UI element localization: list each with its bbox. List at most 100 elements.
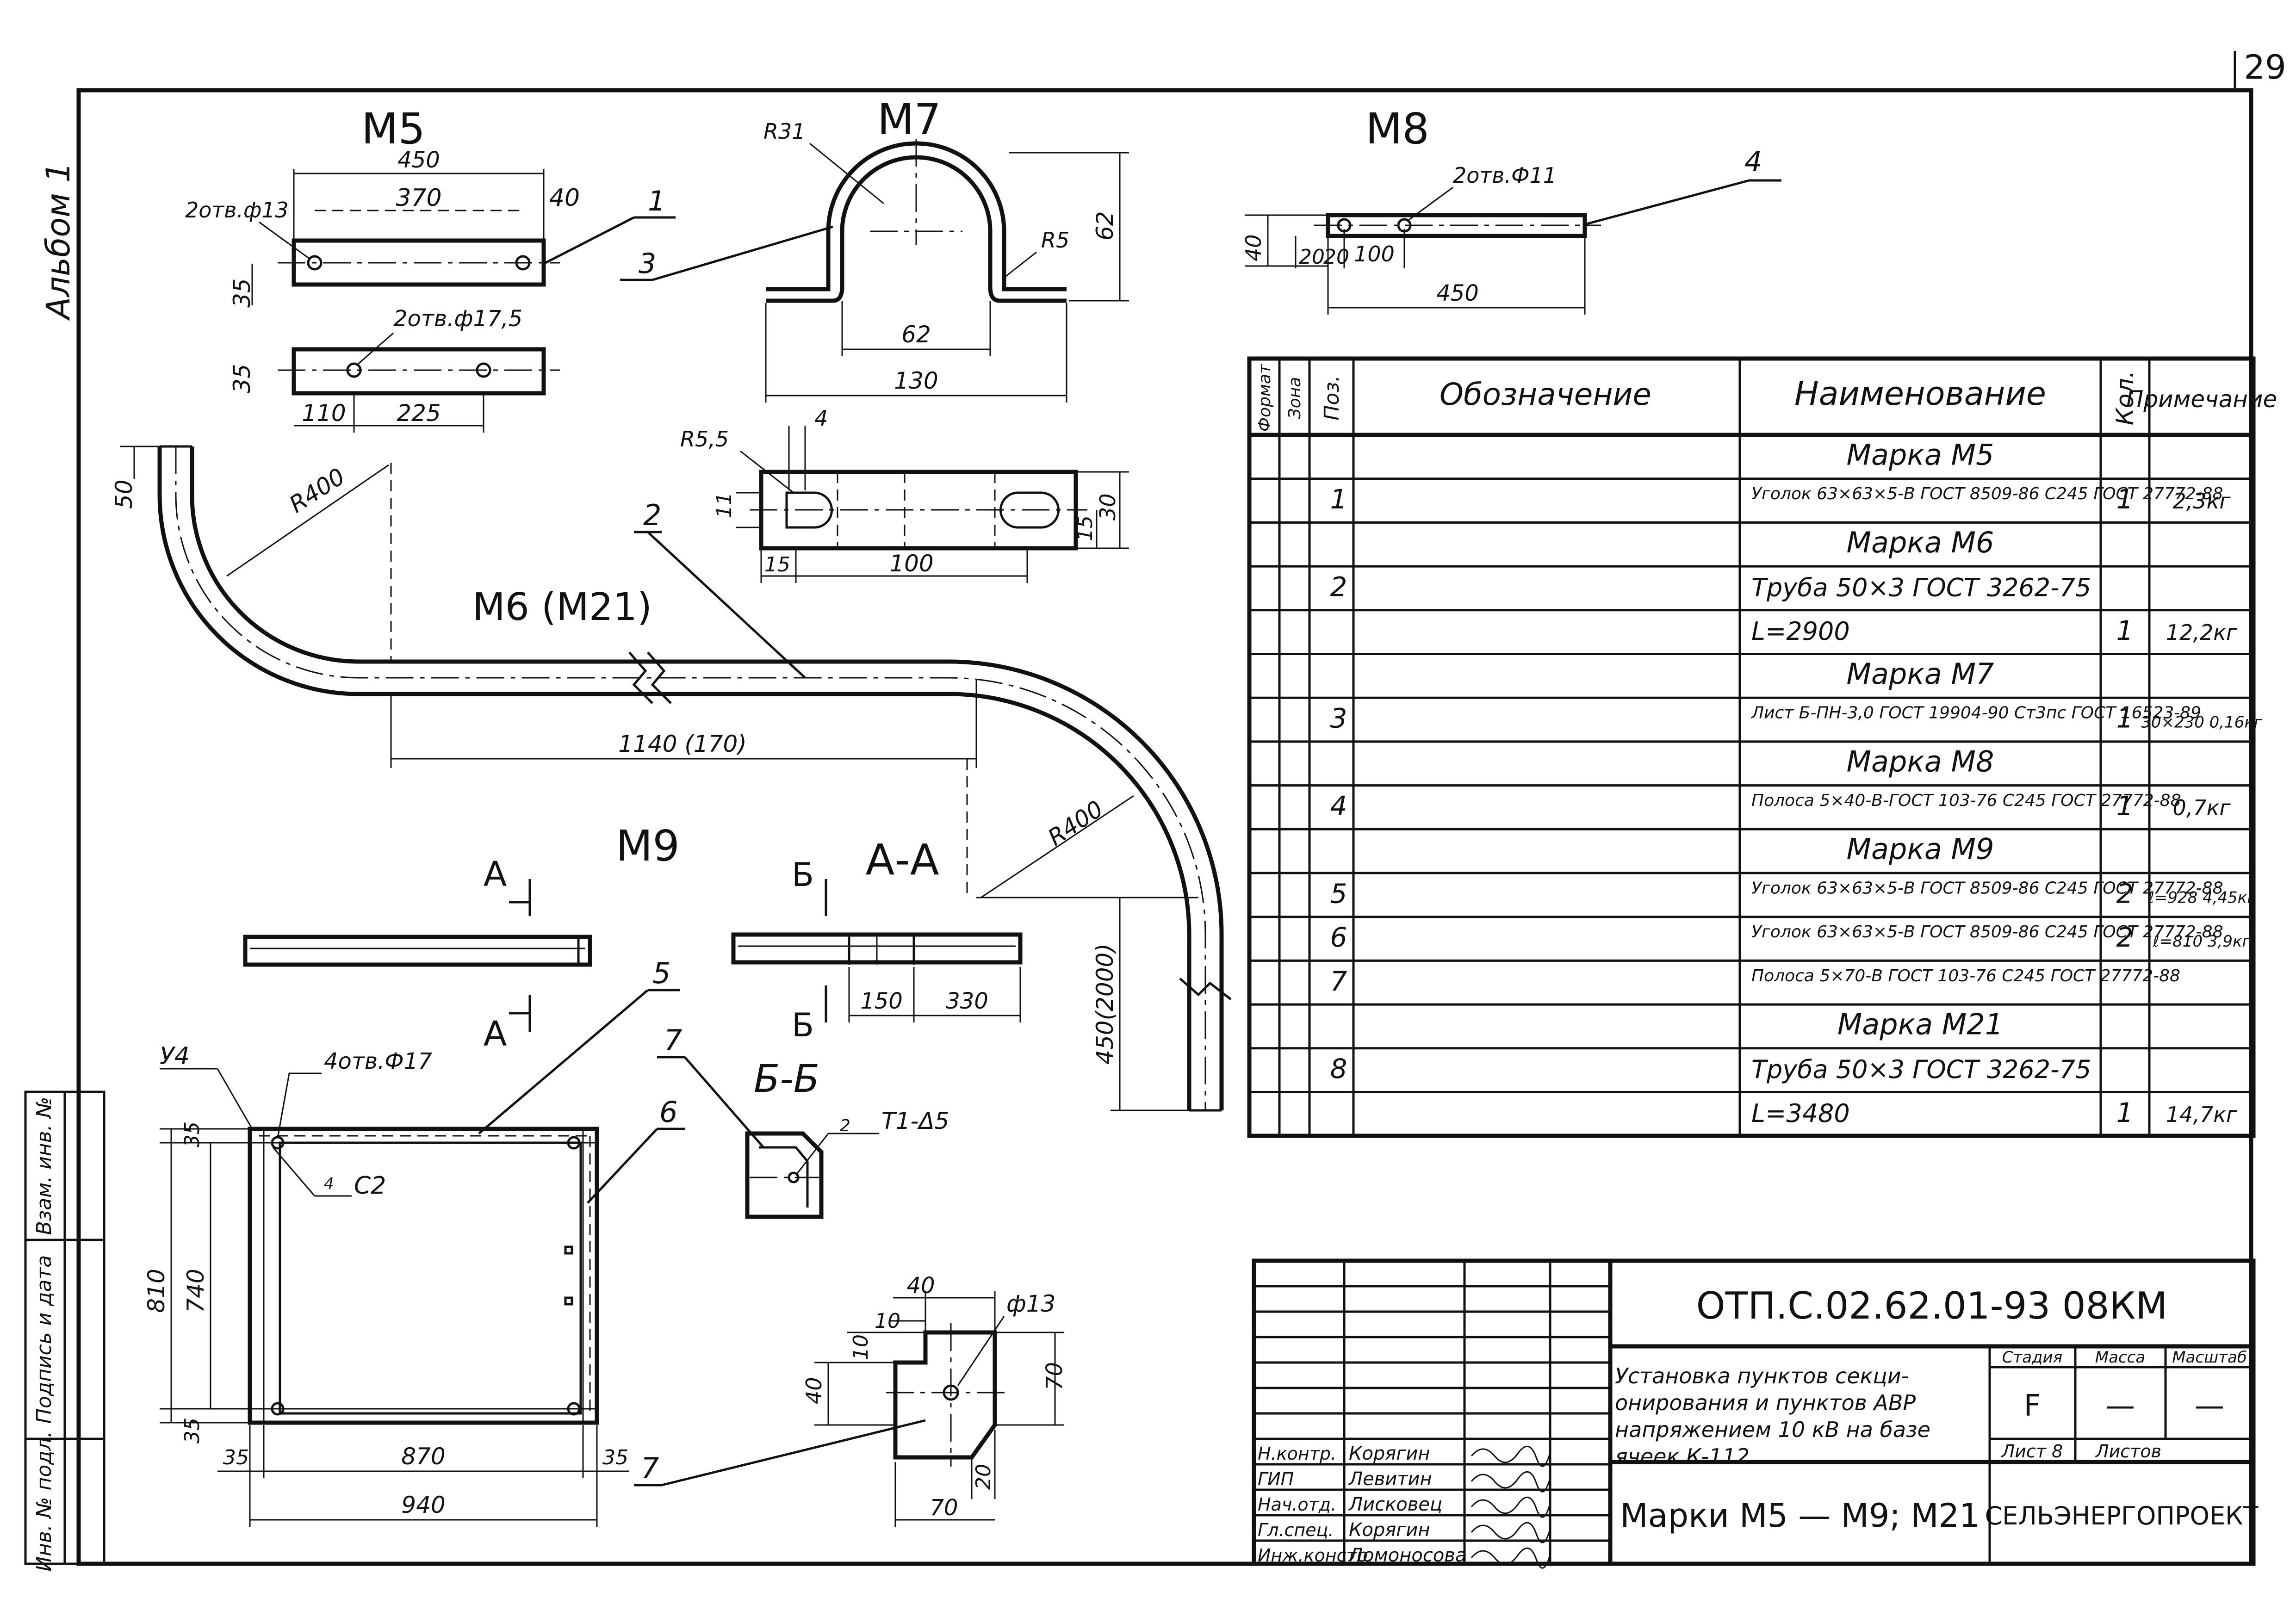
signature-scribble xyxy=(1471,1471,1551,1493)
signature-role: ГИП xyxy=(1258,1469,1294,1489)
m6-dim-length: 1140 (170) xyxy=(618,731,747,757)
m9-plate-dim-10a: 10 xyxy=(875,1309,900,1333)
m8-title: М8 xyxy=(1365,104,1429,154)
view-m8: М8 2отв.Ф11 4 40 20 20 100 450 xyxy=(1241,104,1781,315)
m9-bb-section xyxy=(745,1131,824,1219)
organization: СЕЛЬЭНЕРГОПРОЕКТ xyxy=(1985,1501,2259,1530)
m8-dim-450: 450 xyxy=(1436,280,1479,306)
table-cell-name: Уголок 63×63×5-В ГОСТ 8509-86 С245 ГОСТ … xyxy=(1751,923,2223,942)
doc-code: ОТП.С.02.62.01-93 08КМ xyxy=(1696,1284,2168,1327)
signature-scribble xyxy=(1471,1522,1551,1543)
view-m9-plate: 40 10 10 40 ф13 70 20 70 7 xyxy=(634,1273,1067,1527)
m9-weld-num-2: 4 xyxy=(324,1175,334,1193)
m9-dim-150: 150 xyxy=(860,988,903,1014)
table-cell-note: 2,3кг xyxy=(2172,489,2231,514)
signature-name: Ломоносова xyxy=(1348,1545,1466,1566)
signature-role: Нач.отд. xyxy=(1258,1494,1336,1515)
m9-plate-dim-20: 20 xyxy=(972,1464,995,1490)
m9-section-b-bottom: Б xyxy=(792,1006,814,1044)
table-cell-pos: 8 xyxy=(1330,1053,1347,1084)
table-cell-pos: 6 xyxy=(1330,922,1347,953)
table-cell-heading: Марка М21 xyxy=(1837,1007,2003,1041)
m6-pipe-inner xyxy=(190,446,1224,1110)
m9-pos-7-bb: 7 xyxy=(664,1023,682,1057)
m5-dim-110: 110 xyxy=(302,400,346,427)
m6-radius-bottom: R400 xyxy=(1043,795,1108,851)
m6-detail-dim-30: 30 xyxy=(1095,493,1120,520)
table-cell-name: L=3480 xyxy=(1751,1099,1850,1128)
signature-name: Лисковец xyxy=(1348,1494,1442,1515)
table-cell-heading: Марка М8 xyxy=(1847,744,1994,778)
scale-value: — xyxy=(2195,1389,2224,1423)
m7-dim-62-vert: 62 xyxy=(1092,211,1118,241)
table-cell-pos: 3 xyxy=(1330,703,1347,734)
table-cell-qty: 2 xyxy=(2116,878,2134,909)
m9-weld-c2: С2 xyxy=(354,1172,386,1200)
title-block: ОТП.С.02.62.01-93 08КМ Установка пунктов… xyxy=(1252,1258,2259,1569)
m9-holes: 4отв.Ф17 xyxy=(324,1048,432,1074)
table-cell-name: Уголок 63×63×5-В ГОСТ 8509-86 С245 ГОСТ … xyxy=(1751,879,2223,898)
view-m7: М7 R31 R5 62 62 130 3 xyxy=(620,95,1129,403)
table-header-format: Формат xyxy=(1255,364,1274,432)
m6-pos-label: 2 xyxy=(643,498,661,532)
doc-title: Установка пунктов секци- онирования и пу… xyxy=(1615,1363,1937,1469)
m9-section-a-bottom: А xyxy=(484,1014,507,1054)
m9-pos-5: 5 xyxy=(652,956,670,990)
table-header-note: Примечание xyxy=(2126,386,2277,413)
m9-dim-870: 870 xyxy=(401,1443,445,1470)
view-m9: М9 А А Б А-А Б 150 330 Б-Б 7 Т1-Δ5 xyxy=(143,821,1023,1527)
album-label: Альбом 1 xyxy=(39,162,77,321)
m6-detail-radius: R5,5 xyxy=(680,427,729,452)
table-cell-heading: Марка М5 xyxy=(1847,438,1994,471)
table-cell-heading: Марка М9 xyxy=(1847,832,1994,866)
page-number: 29 xyxy=(2244,48,2286,87)
signature-role: Инж.констр. xyxy=(1258,1545,1373,1566)
m8-dim-100: 100 xyxy=(1354,242,1395,266)
signature-name: Левитин xyxy=(1348,1468,1432,1490)
m9-dim-740: 740 xyxy=(182,1269,209,1313)
m5-dim-40: 40 xyxy=(549,184,580,212)
view-m6-end-detail: R5,5 4 11 15 30 15 100 xyxy=(680,406,1129,583)
m5-dim-35-bottom: 35 xyxy=(229,364,255,393)
m6-detail-dim-100: 100 xyxy=(889,550,933,577)
m9-dim-35-b1: 35 xyxy=(223,1446,249,1469)
m7-clamp xyxy=(766,155,1067,303)
m9-frame-outer xyxy=(248,1127,599,1425)
table-cell-qty: 1 xyxy=(2116,1097,2134,1128)
m7-pos-label: 3 xyxy=(639,248,656,280)
m8-holes: 2отв.Ф11 xyxy=(1453,163,1557,188)
table-header-zone: Зона xyxy=(1285,377,1304,419)
m9-title: М9 xyxy=(616,821,680,871)
m5-dim-225: 225 xyxy=(397,400,441,427)
spec-table: Формат Зона Поз. Обозначение Наименовани… xyxy=(1247,356,2277,1138)
m5-dim-35-top: 35 xyxy=(229,278,255,308)
mass-value: — xyxy=(2105,1389,2135,1423)
table-cell-pos: 1 xyxy=(1330,483,1347,515)
table-cell-name: Труба 50×3 ГОСТ 3262-75 xyxy=(1751,1055,2091,1084)
table-cell-note: 12,2кг xyxy=(2166,620,2238,645)
table-cell-name: Полоса 5×40-В-ГОСТ 103-76 С245 ГОСТ 2777… xyxy=(1751,791,2181,810)
table-cell-note: 30×230 0,16кг xyxy=(2141,713,2263,732)
table-header-name: Наименование xyxy=(1794,375,2046,413)
table-cell-qty: 1 xyxy=(2116,483,2134,515)
m9-angle-side xyxy=(243,935,592,967)
table-cell-qty: 1 xyxy=(2116,703,2134,734)
m9-section-aa-title: А-А xyxy=(865,835,939,885)
table-cell-heading: Марка М7 xyxy=(1847,657,1994,691)
signature-scribble xyxy=(1471,1547,1551,1569)
m6-detail-dim-15: 15 xyxy=(764,553,790,576)
signature-scribble xyxy=(1471,1496,1551,1518)
table-cell-qty: 1 xyxy=(2116,615,2134,646)
m5-pos-label: 1 xyxy=(648,185,665,217)
m6-radius-top: R400 xyxy=(285,463,350,519)
m7-radius-31: R31 xyxy=(763,119,806,144)
m9-plate-dim-70: 70 xyxy=(930,1495,958,1521)
table-header-pos: Поз. xyxy=(1320,375,1344,420)
table-cell-name: L=2900 xyxy=(1751,617,1850,646)
m9-pos-6: 6 xyxy=(659,1095,677,1129)
side-stamp: Взам. инв. № Подпись и дата Инв. № подл. xyxy=(24,1090,105,1572)
m9-plate-dim-40-side: 40 xyxy=(801,1377,826,1404)
table-cell-name: Полоса 5×70-В ГОСТ 103-76 С245 ГОСТ 2777… xyxy=(1751,966,2180,985)
